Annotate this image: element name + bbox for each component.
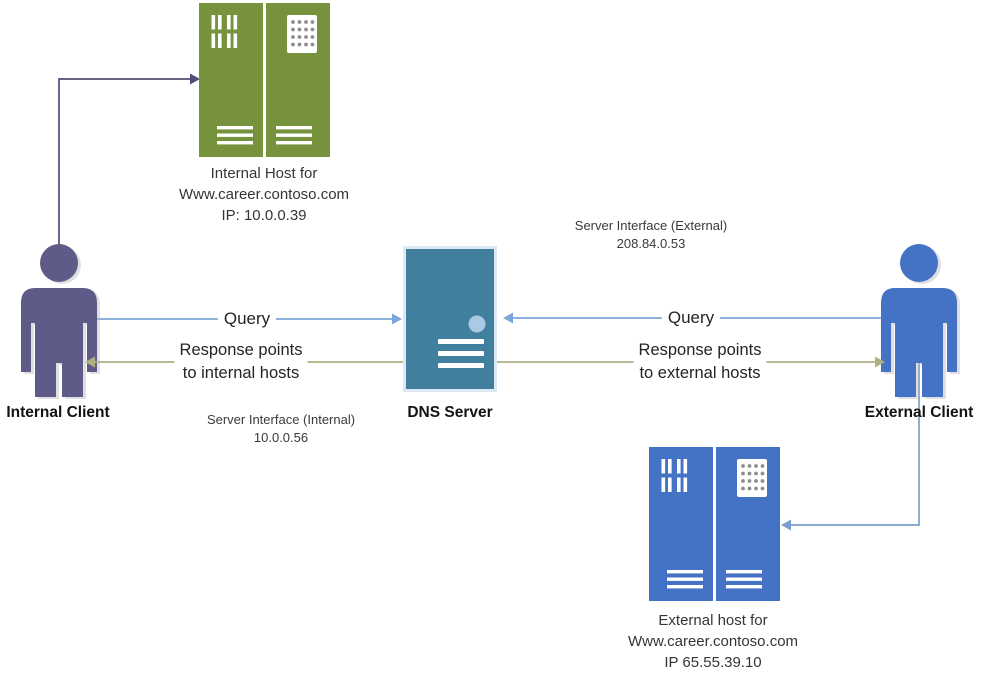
- external-client-label: External Client: [864, 404, 974, 421]
- drive-slots: [438, 339, 484, 368]
- dot-panel: [287, 15, 317, 53]
- vent-bars: [211, 15, 238, 48]
- query-label-external: Query: [661, 307, 721, 329]
- dns-server-label: DNS Server: [407, 404, 493, 421]
- internal-host-label-line3: IP: 10.0.0.39: [221, 207, 307, 224]
- external-host-server-rack-icon: [649, 447, 780, 601]
- server-interface-internal-label: Server Interface (Internal) 10.0.0.56: [207, 411, 355, 447]
- internal-client-label: Internal Client: [6, 404, 110, 421]
- internal-host-label-line1: Internal Host for: [210, 165, 318, 182]
- server-interface-external-line1: Server Interface (External): [574, 218, 728, 233]
- internal-host-label: Internal Host for Www.career.contoso.com…: [179, 163, 349, 226]
- dot-panel: [737, 459, 767, 497]
- internal-host-server-rack-icon: [199, 3, 330, 157]
- response-internal-line1: Response points: [179, 341, 303, 359]
- server-interface-internal-line2: 10.0.0.56: [253, 430, 309, 445]
- drive-slots: [667, 570, 762, 589]
- dns-server-tower-icon: [403, 246, 497, 392]
- external-client-person-icon: [881, 244, 957, 397]
- internal-host-label-line2: Www.career.contoso.com: [178, 186, 350, 203]
- server-interface-external-label: Server Interface (External) 208.84.0.53: [575, 217, 727, 253]
- external-host-label: External host for Www.career.contoso.com…: [628, 610, 798, 673]
- response-external-line1: Response points: [638, 341, 762, 359]
- response-label-external: Response points to external hosts: [633, 339, 767, 385]
- drive-slots: [217, 126, 312, 145]
- external-host-label-line2: Www.career.contoso.com: [627, 633, 799, 650]
- response-label-internal: Response points to internal hosts: [174, 339, 308, 385]
- query-label-internal: Query: [217, 308, 277, 330]
- server-interface-internal-line1: Server Interface (Internal): [206, 412, 356, 427]
- server-interface-external-line2: 208.84.0.53: [616, 236, 686, 251]
- vent-bars: [661, 459, 688, 492]
- response-external-line2: to external hosts: [639, 364, 761, 382]
- power-button-dot: [468, 315, 486, 333]
- internal-client-person-icon: [21, 244, 97, 397]
- response-internal-line2: to internal hosts: [182, 364, 300, 382]
- external-host-label-line3: IP 65.55.39.10: [664, 654, 762, 671]
- external-host-label-line1: External host for: [658, 612, 768, 629]
